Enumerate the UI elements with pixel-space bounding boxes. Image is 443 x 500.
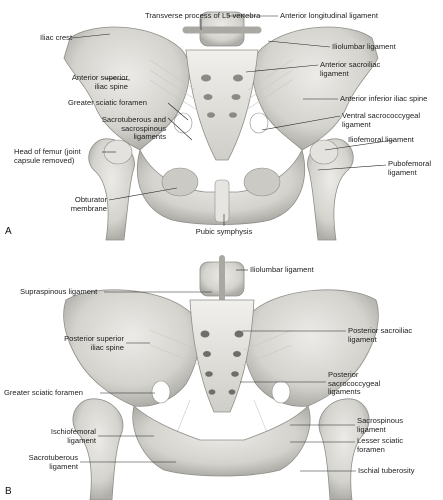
left-femur — [88, 138, 135, 241]
label-anterior-longitudinal-ligament: Anterior longitudinal ligament — [280, 11, 378, 20]
label-transverse-process-l5: Transverse process of L5 vertebra — [145, 11, 261, 20]
pubic-rami — [136, 148, 306, 225]
label-iliac-crest: Iliac crest — [40, 33, 73, 42]
panel-b-letter: B — [5, 486, 12, 497]
label-iliofemoral-ligament: Iliofemoral ligament — [348, 135, 414, 144]
right-ilium-b — [242, 289, 379, 407]
leader-lines — [71, 15, 395, 472]
label-iliolumbar-ligament-a: Iliolumbar ligament — [332, 42, 396, 51]
left-ilium — [63, 26, 190, 151]
label-ischial-tuberosity: Ischial tuberosity — [358, 466, 415, 475]
pubic-symphysis-shape — [214, 179, 230, 223]
sacrum-b — [189, 299, 255, 413]
label-pubic-symphysis: Pubic symphysis — [195, 227, 253, 236]
ligament-fibres-b — [149, 329, 293, 451]
label-supraspinous-ligament: Supraspinous ligament — [20, 287, 98, 296]
label-anterior-inferior-iliac-spine: Anterior inferior iliac spine — [340, 94, 428, 103]
label-greater-sciatic-foramen-a: Greater sciatic foramen — [68, 98, 147, 107]
ischial-region-b — [132, 405, 311, 477]
sacral-foramina-b — [200, 330, 244, 395]
label-greater-sciatic-foramen-b: Greater sciatic foramen — [4, 388, 83, 397]
left-femur-b — [72, 398, 124, 500]
panel-b-drawing — [63, 255, 379, 500]
right-femur-b — [318, 398, 370, 500]
panel-a-drawing — [63, 11, 379, 241]
obturator-membrane-right — [243, 167, 281, 197]
right-ilium — [252, 26, 379, 151]
label-iliolumbar-ligament-b: Iliolumbar ligament — [250, 265, 314, 274]
sacrum — [185, 49, 259, 161]
sacral-foramina-a — [201, 74, 243, 118]
ligament-fibres-a — [149, 59, 293, 111]
left-ilium-b — [63, 289, 200, 407]
obturator-membrane-left — [161, 167, 199, 197]
panel-a-letter: A — [5, 226, 12, 237]
right-femur — [307, 138, 354, 241]
